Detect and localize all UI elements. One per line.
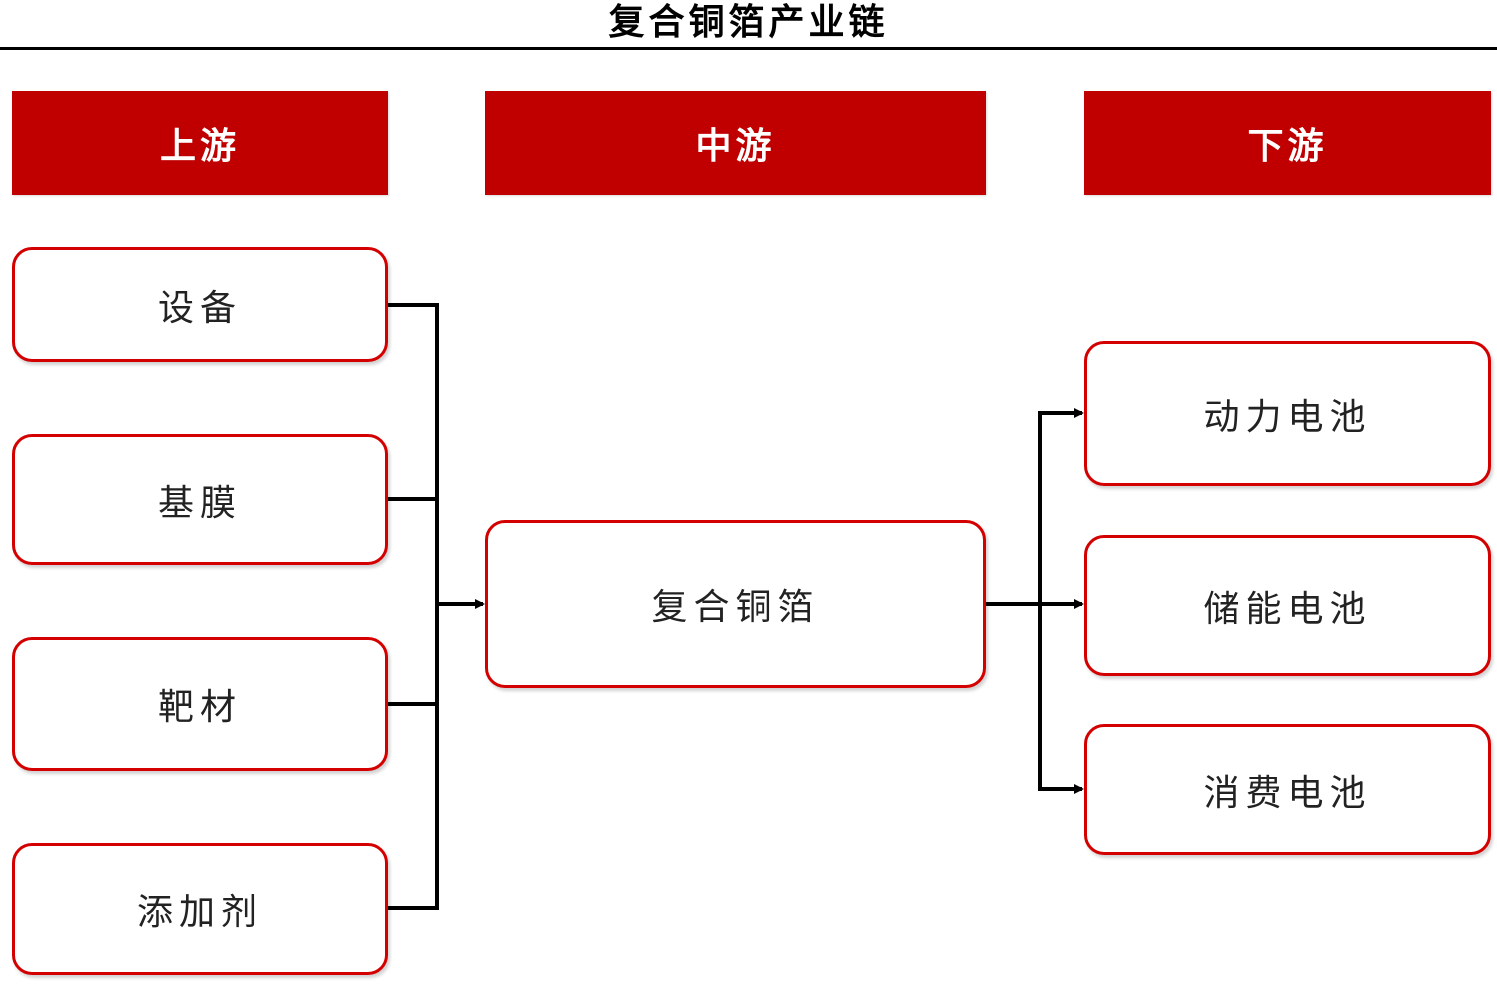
- node-equipment: 设备: [12, 247, 388, 362]
- node-composite-copper-foil: 复合铜箔: [485, 520, 986, 688]
- node-power-battery: 动力电池: [1084, 341, 1491, 486]
- header-downstream: 下游: [1084, 91, 1491, 195]
- node-target-material: 靶材: [12, 637, 388, 771]
- node-consumer-battery: 消费电池: [1084, 724, 1491, 855]
- header-upstream: 上游: [12, 91, 388, 195]
- page-title: 复合铜箔产业链: [608, 1, 889, 43]
- node-storage-battery: 储能电池: [1084, 535, 1491, 676]
- node-additive: 添加剂: [12, 843, 388, 975]
- node-base-film: 基膜: [12, 434, 388, 565]
- header-midstream: 中游: [485, 91, 986, 195]
- title-underline: [0, 47, 1497, 50]
